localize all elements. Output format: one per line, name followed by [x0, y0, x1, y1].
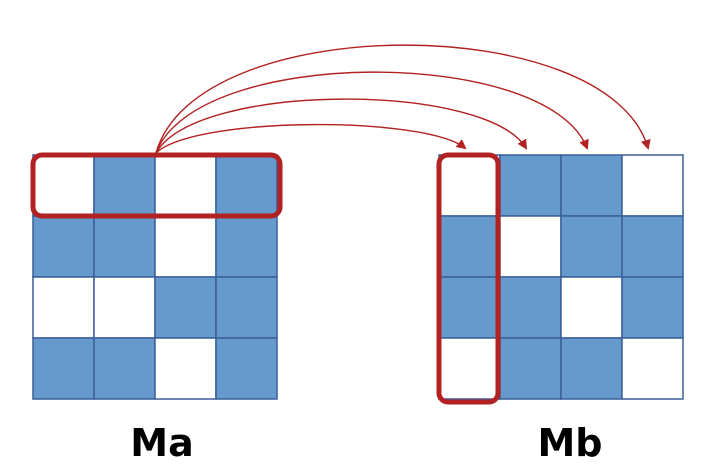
matrix-b-cell-r2-c2 — [560, 276, 623, 339]
matrix-a-cell-r2-c0 — [32, 276, 95, 339]
matrix-a-row-highlight — [30, 152, 283, 219]
matrix-a-cell-r2-c3 — [215, 276, 278, 339]
matrix-a-cell-r1-c3 — [215, 215, 278, 278]
matrix-b-cell-r3-c3 — [621, 337, 684, 400]
arrow-to-column-2 — [155, 71, 589, 154]
matrix-a-cell-r2-c1 — [93, 276, 156, 339]
matrix-a-cell-r1-c1 — [93, 215, 156, 278]
matrix-b-cell-r0-c2 — [560, 154, 623, 217]
matrix-a-cell-r3-c3 — [215, 337, 278, 400]
matrix-b-grid — [438, 154, 684, 400]
matrix-b-cell-r2-c1 — [499, 276, 562, 339]
matrix-b-label: Mb — [537, 421, 603, 465]
matrix-a-cell-r0-c3 — [215, 154, 278, 217]
matrix-a-cell-r0-c0 — [32, 154, 95, 217]
matrix-b-cell-r0-c0 — [438, 154, 501, 217]
matrix-a-cell-r1-c2 — [154, 215, 217, 278]
arrow-to-column-0 — [155, 123, 467, 154]
matrix-a-cell-r3-c2 — [154, 337, 217, 400]
arrow-to-column-3 — [155, 44, 651, 154]
arrow-layer — [155, 44, 651, 154]
matrix-b-cell-r1-c3 — [621, 215, 684, 278]
matrix-b-column-highlight — [436, 152, 501, 405]
matrix-b-cell-r0-c1 — [499, 154, 562, 217]
arrow-to-column-1 — [155, 98, 528, 154]
matrix-a-cell-r2-c2 — [154, 276, 217, 339]
matrix-b-cell-r1-c1 — [499, 215, 562, 278]
matrix-b-cell-r0-c3 — [621, 154, 684, 217]
matrix-a-grid — [32, 154, 278, 400]
matrix-a-cell-r3-c0 — [32, 337, 95, 400]
matrix-b-cell-r2-c3 — [621, 276, 684, 339]
matrix-a-cell-r0-c1 — [93, 154, 156, 217]
highlight-layer — [30, 152, 501, 405]
matrix-b-cell-r3-c0 — [438, 337, 501, 400]
matrix-b-cell-r3-c1 — [499, 337, 562, 400]
matrix-b-cell-r2-c0 — [438, 276, 501, 339]
matrix-b-cell-r1-c2 — [560, 215, 623, 278]
matrix-a-cell-r3-c1 — [93, 337, 156, 400]
matrix-b-cell-r1-c0 — [438, 215, 501, 278]
matrix-b-cell-r3-c2 — [560, 337, 623, 400]
matrix-a-label: Ma — [130, 421, 194, 465]
matrix-a-cell-r0-c2 — [154, 154, 217, 217]
matrix-a-cell-r1-c0 — [32, 215, 95, 278]
